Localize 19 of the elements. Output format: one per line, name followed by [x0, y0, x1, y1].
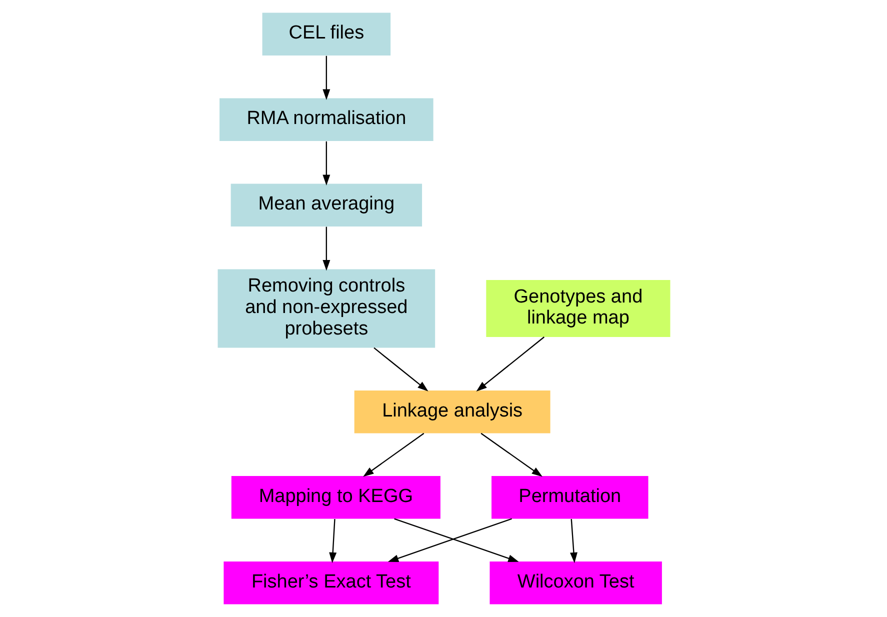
- node-box: Mean averaging: [230, 184, 422, 227]
- arrow: [322, 56, 330, 100]
- arrow: [322, 226, 330, 271]
- node-box: Removing controls and non-expressed probesets: [217, 269, 435, 348]
- node-box: Mapping to KEGG: [230, 476, 440, 519]
- arrow: [362, 432, 424, 477]
- node-box: Wilcoxon Test: [489, 561, 662, 604]
- arrow: [480, 432, 542, 477]
- node-box: RMA normalisation: [219, 98, 433, 142]
- node-box: Fisher’s Exact Test: [223, 561, 438, 604]
- node-box: Genotypes and linkage map: [486, 280, 670, 337]
- node-box: Linkage analysis: [354, 390, 550, 434]
- arrow: [322, 141, 330, 186]
- arrow: [570, 519, 577, 564]
- arrow: [328, 519, 336, 564]
- node-box: CEL files: [262, 12, 390, 56]
- node-box: Permutation: [491, 476, 648, 519]
- arrow: [373, 347, 428, 392]
- arrow: [476, 336, 544, 392]
